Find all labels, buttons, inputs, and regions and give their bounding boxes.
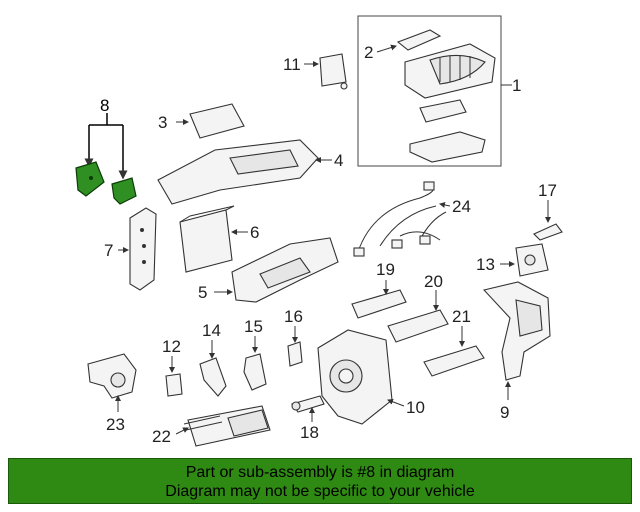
part-8-right-highlighted[interactable] <box>111 177 137 205</box>
callout-11: 11 <box>283 55 301 74</box>
part-11-actuator[interactable] <box>319 53 348 90</box>
banner-line-1: Part or sub-assembly is #8 in diagram <box>185 464 455 481</box>
part-1-blower-lower[interactable] <box>409 99 486 163</box>
callout-17: 17 <box>538 181 557 200</box>
part-6-control-module[interactable] <box>179 205 235 273</box>
callout-18: 18 <box>300 423 319 442</box>
callout-1: 1 <box>512 76 521 95</box>
part-7-bracket[interactable] <box>129 207 157 291</box>
part-10-blower-housing[interactable] <box>317 329 393 425</box>
part-19-seal[interactable] <box>351 289 407 319</box>
callout-21: 21 <box>452 307 471 326</box>
part-14-clip[interactable] <box>199 357 227 397</box>
part-4-duct[interactable] <box>157 139 319 205</box>
callout-16: 16 <box>284 307 303 326</box>
banner-line-2: Diagram may not be specific to your vehi… <box>165 483 475 500</box>
callout-22: 22 <box>152 427 171 446</box>
callout-6: 6 <box>250 223 259 242</box>
part-15-clip[interactable] <box>243 353 267 391</box>
part-5-duct[interactable] <box>231 237 339 303</box>
callout-23: 23 <box>106 415 125 434</box>
parts-diagram: 1 2 11 8 3 4 24 <box>75 15 563 447</box>
part-8-left-highlighted[interactable] <box>75 161 105 197</box>
part-2-frame[interactable] <box>396 29 442 51</box>
callout-5: 5 <box>198 283 207 302</box>
callout-15: 15 <box>244 317 263 336</box>
part-13-actuator[interactable] <box>515 243 549 277</box>
callout-8: 8 <box>100 96 109 115</box>
part-23-duct[interactable] <box>87 353 137 399</box>
part-20-seal[interactable] <box>387 309 449 343</box>
part-12-relay[interactable] <box>165 373 183 397</box>
callout-10: 10 <box>406 398 425 417</box>
part-3-filter[interactable] <box>189 103 245 139</box>
callout-14: 14 <box>202 321 221 340</box>
part-21-seal[interactable] <box>423 345 485 377</box>
part-24-wire-harness[interactable] <box>353 181 447 257</box>
part-9-duct[interactable] <box>482 281 551 381</box>
callout-19: 19 <box>376 260 395 279</box>
part-17-sensor[interactable] <box>533 223 563 241</box>
callout-12: 12 <box>162 337 181 356</box>
callout-3: 3 <box>158 113 167 132</box>
callout-7: 7 <box>104 241 113 260</box>
part-1-group-box <box>357 15 502 167</box>
part-16-clip[interactable] <box>287 341 303 367</box>
callout-4: 4 <box>334 151 343 170</box>
callout-13: 13 <box>476 255 495 274</box>
part-1-blower-assembly[interactable] <box>404 43 496 99</box>
callout-24: 24 <box>452 197 471 216</box>
part-18-sensor[interactable] <box>291 395 325 413</box>
callout-9: 9 <box>500 403 509 422</box>
part-22-heater-core[interactable] <box>183 405 271 447</box>
callout-20: 20 <box>424 272 443 291</box>
callout-2: 2 <box>364 43 373 62</box>
info-banner: Part or sub-assembly is #8 in diagram Di… <box>8 458 632 504</box>
